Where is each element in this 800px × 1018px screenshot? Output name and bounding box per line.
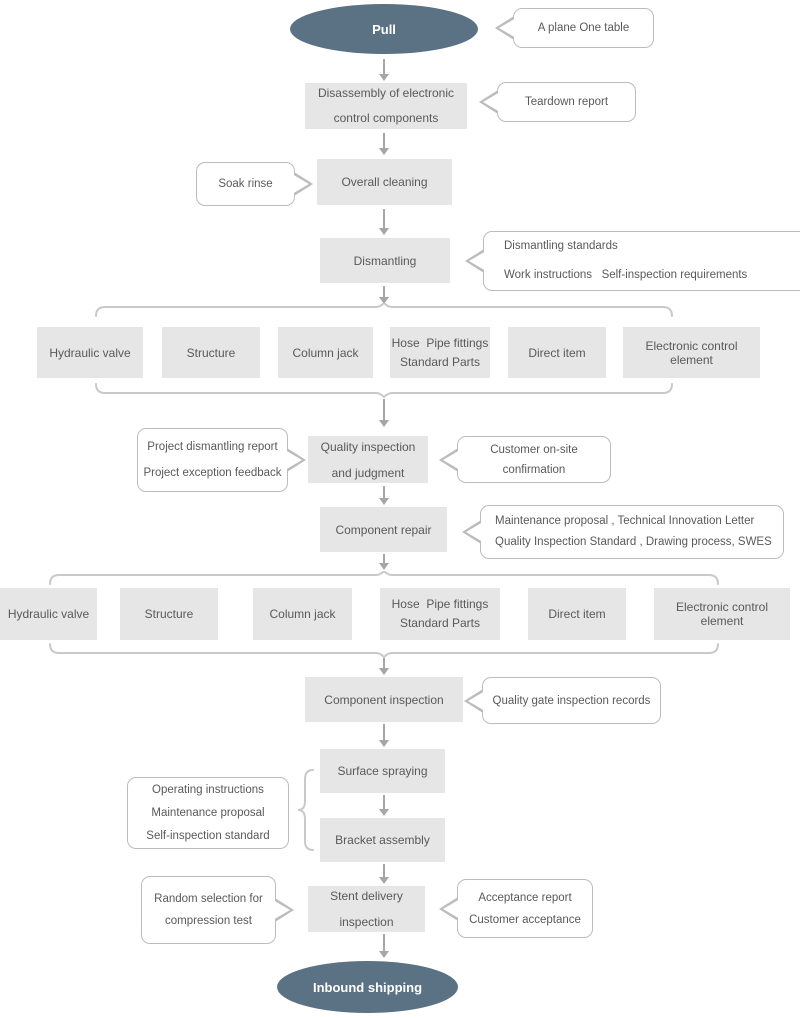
- component-box-structure: Structure: [162, 327, 260, 378]
- flow-arrow: [378, 554, 390, 570]
- node-pull: Pull: [290, 4, 478, 54]
- node-inbound-shipping: Inbound shipping: [277, 961, 458, 1013]
- brace-row2-top: [49, 571, 719, 586]
- node-component-inspection: Component inspection: [305, 677, 463, 722]
- brace-row2-bottom: [49, 643, 719, 658]
- callout-teardown-report: Teardown report: [497, 82, 636, 122]
- component-box-direct-item: Direct item: [508, 327, 606, 378]
- callout-operating-docs: Operating instructions Maintenance propo…: [127, 777, 289, 849]
- flow-arrow: [378, 209, 390, 235]
- node-dismantling: Dismantling: [320, 238, 450, 283]
- flow-arrow: [378, 59, 390, 81]
- component-box-hydraulic-valve: Hydraulic valve: [37, 327, 143, 378]
- flow-arrow: [378, 795, 390, 816]
- node-disassembly: Disassembly of electronic control compon…: [305, 83, 467, 129]
- component-box-hose-fittings: Hose Pipe fittings Standard Parts: [390, 327, 490, 378]
- callout-dismantling-docs: Dismantling standards Work instructions …: [483, 231, 800, 291]
- brace-row1-bottom: [95, 383, 673, 398]
- component-box-structure: Structure: [120, 588, 218, 640]
- component-box-electronic-control: Electronic control element: [623, 327, 760, 378]
- node-component-repair: Component repair: [320, 507, 447, 552]
- node-quality-inspection: Quality inspection and judgment: [308, 436, 428, 483]
- node-overall-cleaning: Overall cleaning: [317, 159, 452, 205]
- node-bracket-assembly: Bracket assembly: [320, 818, 445, 862]
- component-box-hydraulic-valve: Hydraulic valve: [0, 588, 97, 640]
- component-box-direct-item: Direct item: [528, 588, 626, 640]
- callout-plane-table: A plane One table: [513, 8, 654, 48]
- flow-arrow: [378, 864, 390, 884]
- flow-arrow: [378, 286, 390, 304]
- flow-arrow: [378, 724, 390, 747]
- callout-soak-rinse: Soak rinse: [196, 162, 295, 206]
- node-stent-delivery: Stent delivery inspection: [308, 886, 425, 932]
- component-box-electronic-control: Electronic control element: [654, 588, 790, 640]
- component-box-column-jack: Column jack: [253, 588, 352, 640]
- node-surface-spraying: Surface spraying: [320, 749, 445, 793]
- component-box-column-jack: Column jack: [278, 327, 373, 378]
- callout-quality-gate: Quality gate inspection records: [482, 677, 661, 724]
- flow-arrow: [378, 934, 390, 958]
- flow-arrow: [378, 486, 390, 505]
- callout-customer-confirmation: Customer on-site confirmation: [457, 436, 611, 483]
- callout-compression-test: Random selection for compression test: [141, 876, 276, 944]
- flow-arrow: [378, 399, 390, 427]
- callout-repair-docs: Maintenance proposal , Technical Innovat…: [480, 505, 784, 559]
- flow-arrow: [378, 658, 390, 675]
- callout-acceptance: Acceptance report Customer acceptance: [457, 879, 593, 938]
- component-box-hose-fittings: Hose Pipe fittings Standard Parts: [380, 588, 500, 640]
- brace-row1-top: [95, 303, 673, 318]
- flow-arrow: [378, 133, 390, 155]
- callout-project-feedback: Project dismantling report Project excep…: [137, 428, 288, 492]
- group-brace-left: [296, 769, 316, 851]
